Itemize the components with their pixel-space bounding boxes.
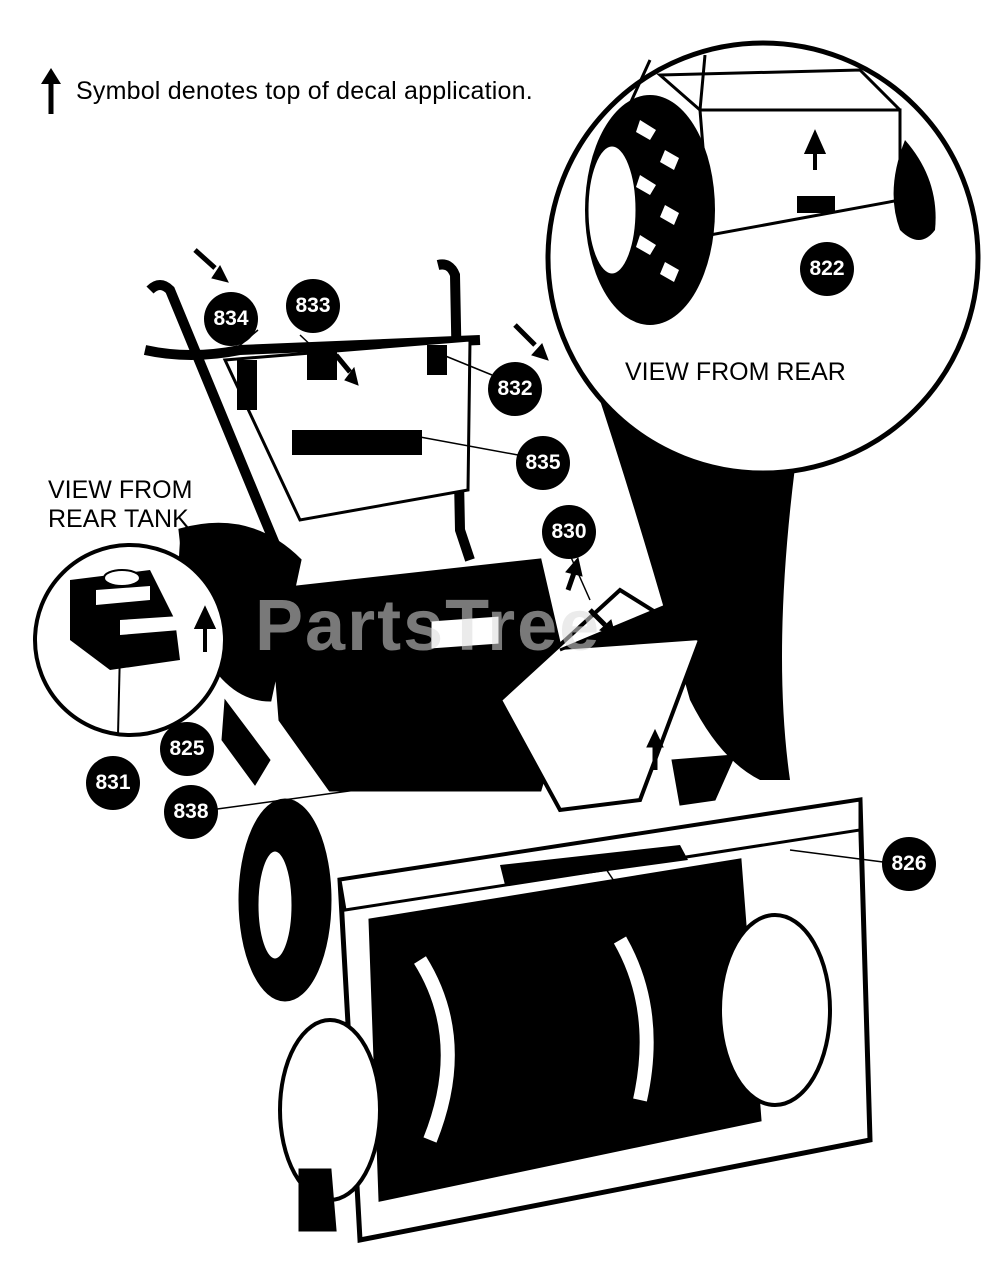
view-label-rear-tank-line1: VIEW FROM — [48, 476, 193, 504]
callout-831[interactable]: 831 — [86, 756, 140, 810]
decal-arrows — [193, 248, 736, 806]
rear-view-inset — [545, 40, 981, 780]
callout-838[interactable]: 838 — [164, 785, 218, 839]
snow-thrower-body — [143, 259, 873, 1244]
rear-tank-inset — [33, 533, 260, 737]
callout-835[interactable]: 835 — [516, 436, 570, 490]
callout-822[interactable]: 822 — [800, 242, 854, 296]
callout-826[interactable]: 826 — [882, 837, 936, 891]
view-label-rear-tank-line2: REAR TANK — [48, 505, 189, 533]
legend: Symbol denotes top of decal application. — [40, 66, 533, 116]
callout-825[interactable]: 825 — [160, 722, 214, 776]
callout-834[interactable]: 834 — [204, 292, 258, 346]
callout-832[interactable]: 832 — [488, 362, 542, 416]
callout-830[interactable]: 830 — [542, 505, 596, 559]
legend-text: Symbol denotes top of decal application. — [76, 76, 533, 105]
view-label-rear-tank: VIEW FROM REAR TANK — [48, 476, 192, 534]
watermark: PartsTree — [255, 586, 602, 666]
up-arrow-icon — [41, 68, 61, 114]
leader-lines — [194, 329, 884, 891]
dash-decals — [237, 345, 447, 455]
view-label-rear: VIEW FROM REAR — [625, 358, 846, 386]
callout-833[interactable]: 833 — [286, 279, 340, 333]
